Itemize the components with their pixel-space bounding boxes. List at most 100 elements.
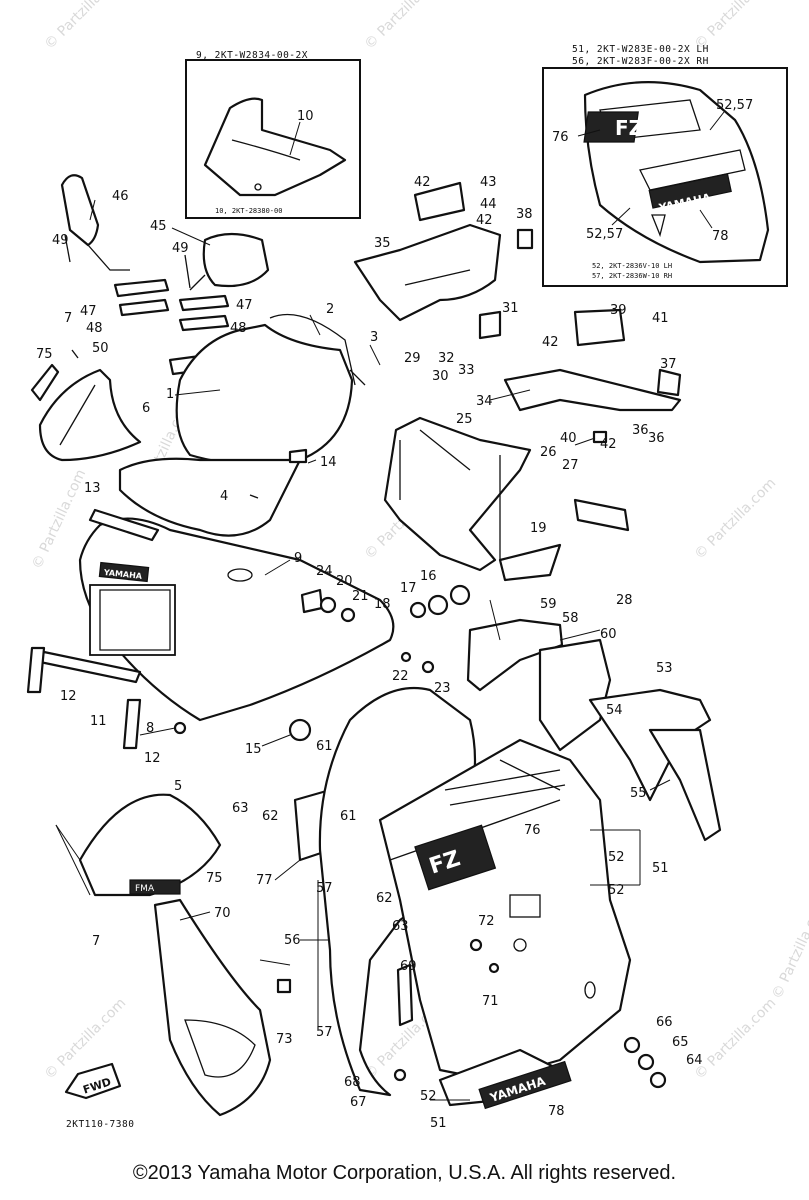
- callout-label: 25: [456, 412, 473, 427]
- fz-decal-text: FZ: [615, 116, 643, 140]
- callout-label: 34: [476, 394, 493, 409]
- callout-label: 75: [206, 871, 223, 886]
- callout-label: 13: [84, 481, 101, 496]
- callout-label: 17: [400, 581, 417, 596]
- callout-label: 7: [92, 934, 100, 949]
- callout-label: 52,57: [716, 98, 753, 113]
- callout-label: 24: [316, 564, 333, 579]
- inset-side-cover-assembly: 51, 2KT-W283E-00-2X LH 56, 2KT-W283F-00-…: [542, 44, 788, 287]
- callout-label: 51: [430, 1116, 447, 1131]
- callout-label: 11: [90, 714, 107, 729]
- callout-label: 65: [672, 1035, 689, 1050]
- grommets-and-screws: [173, 584, 471, 742]
- callout-label: 52,57: [586, 227, 623, 242]
- callout-label: 41: [652, 311, 669, 326]
- leader-lines: [55, 199, 671, 1101]
- callout-label: 53: [656, 661, 673, 676]
- callout-label: 42: [600, 437, 617, 452]
- callout-label: 75: [36, 347, 53, 362]
- callout-label: 16: [420, 569, 437, 584]
- fairing-stay-and-brackets: [353, 181, 682, 582]
- callout-label: 50: [92, 341, 109, 356]
- callout-label: 43: [480, 175, 497, 190]
- callout-label: 77: [256, 873, 273, 888]
- callout-label: 55: [630, 786, 647, 801]
- watermark: © Partzilla.com: [692, 995, 780, 1083]
- callout-label: 31: [502, 301, 519, 316]
- callout-label: 37: [660, 357, 677, 372]
- callout-label: 8: [146, 721, 154, 736]
- inset-footer-line: 52, 2KT-2836V-10 LH: [592, 262, 672, 270]
- watermark: © Partzilla.com: [42, 0, 130, 53]
- callout-label: 27: [562, 458, 579, 473]
- watermark: © Partzilla.com: [769, 897, 809, 1002]
- callout-label: 22: [392, 669, 409, 684]
- callout-label: 42: [542, 335, 559, 350]
- watermark: © Partzilla.com: [362, 0, 450, 53]
- lower-brackets: [466, 618, 722, 842]
- inset-footer: 10, 2KT-28380-00: [215, 207, 282, 215]
- callout-label: 72: [478, 914, 495, 929]
- callout-label: 61: [316, 739, 333, 754]
- callout-label: 12: [144, 751, 161, 766]
- callout-label: 68: [344, 1075, 361, 1090]
- callout-labels: 46 45 49 49 47 47 48 48 7 50 75 6 1 2 3 …: [36, 175, 703, 1131]
- headlight-trim: [26, 646, 142, 750]
- callout-label: 2: [326, 302, 334, 317]
- callout-label: 26: [540, 445, 557, 460]
- callout-label: 47: [236, 298, 253, 313]
- callout-label: 57: [316, 1025, 333, 1040]
- callout-label: 12: [60, 689, 77, 704]
- inset-footer-line: 57, 2KT-2836W-10 RH: [592, 272, 672, 280]
- parts-diagram: © Partzilla.com © Partzilla.com © Partzi…: [26, 0, 809, 1131]
- inset-header-line: 51, 2KT-W283E-00-2X LH: [572, 44, 709, 55]
- callout-label: 52: [420, 1089, 437, 1104]
- callout-label: 10: [297, 109, 314, 124]
- callout-label: 51: [652, 861, 669, 876]
- watermark: © Partzilla.com: [692, 475, 780, 563]
- callout-label: 5: [174, 779, 182, 794]
- callout-label: 45: [150, 219, 167, 234]
- lower-left-fairing: FMA: [78, 788, 332, 1117]
- callout-label: 3: [370, 330, 378, 345]
- callout-label: 47: [80, 304, 97, 319]
- callout-label: 64: [686, 1053, 703, 1068]
- callout-label: 36: [648, 431, 665, 446]
- bottom-right-fasteners: [469, 938, 667, 1089]
- callout-label: 4: [220, 489, 228, 504]
- callout-label: 59: [540, 597, 557, 612]
- callout-label: 39: [610, 303, 627, 318]
- fwd-arrow: FWD: [64, 1062, 122, 1100]
- callout-label: 29: [404, 351, 421, 366]
- callout-label: 18: [374, 597, 391, 612]
- callout-label: 76: [552, 130, 569, 145]
- callout-label: 28: [616, 593, 633, 608]
- main-side-fairing: FZ YAMAHA: [318, 686, 632, 1110]
- callout-label: 66: [656, 1015, 673, 1030]
- callout-label: 36: [632, 423, 649, 438]
- callout-label: 49: [52, 233, 69, 248]
- callout-label: 15: [245, 742, 262, 757]
- callout-label: 71: [482, 994, 499, 1009]
- callout-label: 42: [414, 175, 431, 190]
- inset-windshield-assembly: 9, 2KT-W2834-00-2X 10 10, 2KT-28380-00: [185, 50, 361, 219]
- callout-label: 6: [142, 401, 150, 416]
- callout-label: 48: [86, 321, 103, 336]
- callout-label: 73: [276, 1032, 293, 1047]
- callout-label: 1: [166, 387, 174, 402]
- callout-label: 21: [352, 589, 369, 604]
- callout-label: 67: [350, 1095, 367, 1110]
- callout-label: 57: [316, 881, 333, 896]
- callout-label: 38: [516, 207, 533, 222]
- callout-label: 78: [548, 1104, 565, 1119]
- callout-label: 30: [432, 369, 449, 384]
- callout-label: 52: [608, 883, 625, 898]
- callout-label: 48: [230, 321, 247, 336]
- callout-label: 69: [400, 959, 417, 974]
- upper-fairing: YAMAHA: [30, 313, 395, 722]
- callout-label: 58: [562, 611, 579, 626]
- callout-label: 46: [112, 189, 129, 204]
- callout-label: 52: [608, 850, 625, 865]
- callout-label: 70: [214, 906, 231, 921]
- inset-header: 9, 2KT-W2834-00-2X: [196, 50, 308, 61]
